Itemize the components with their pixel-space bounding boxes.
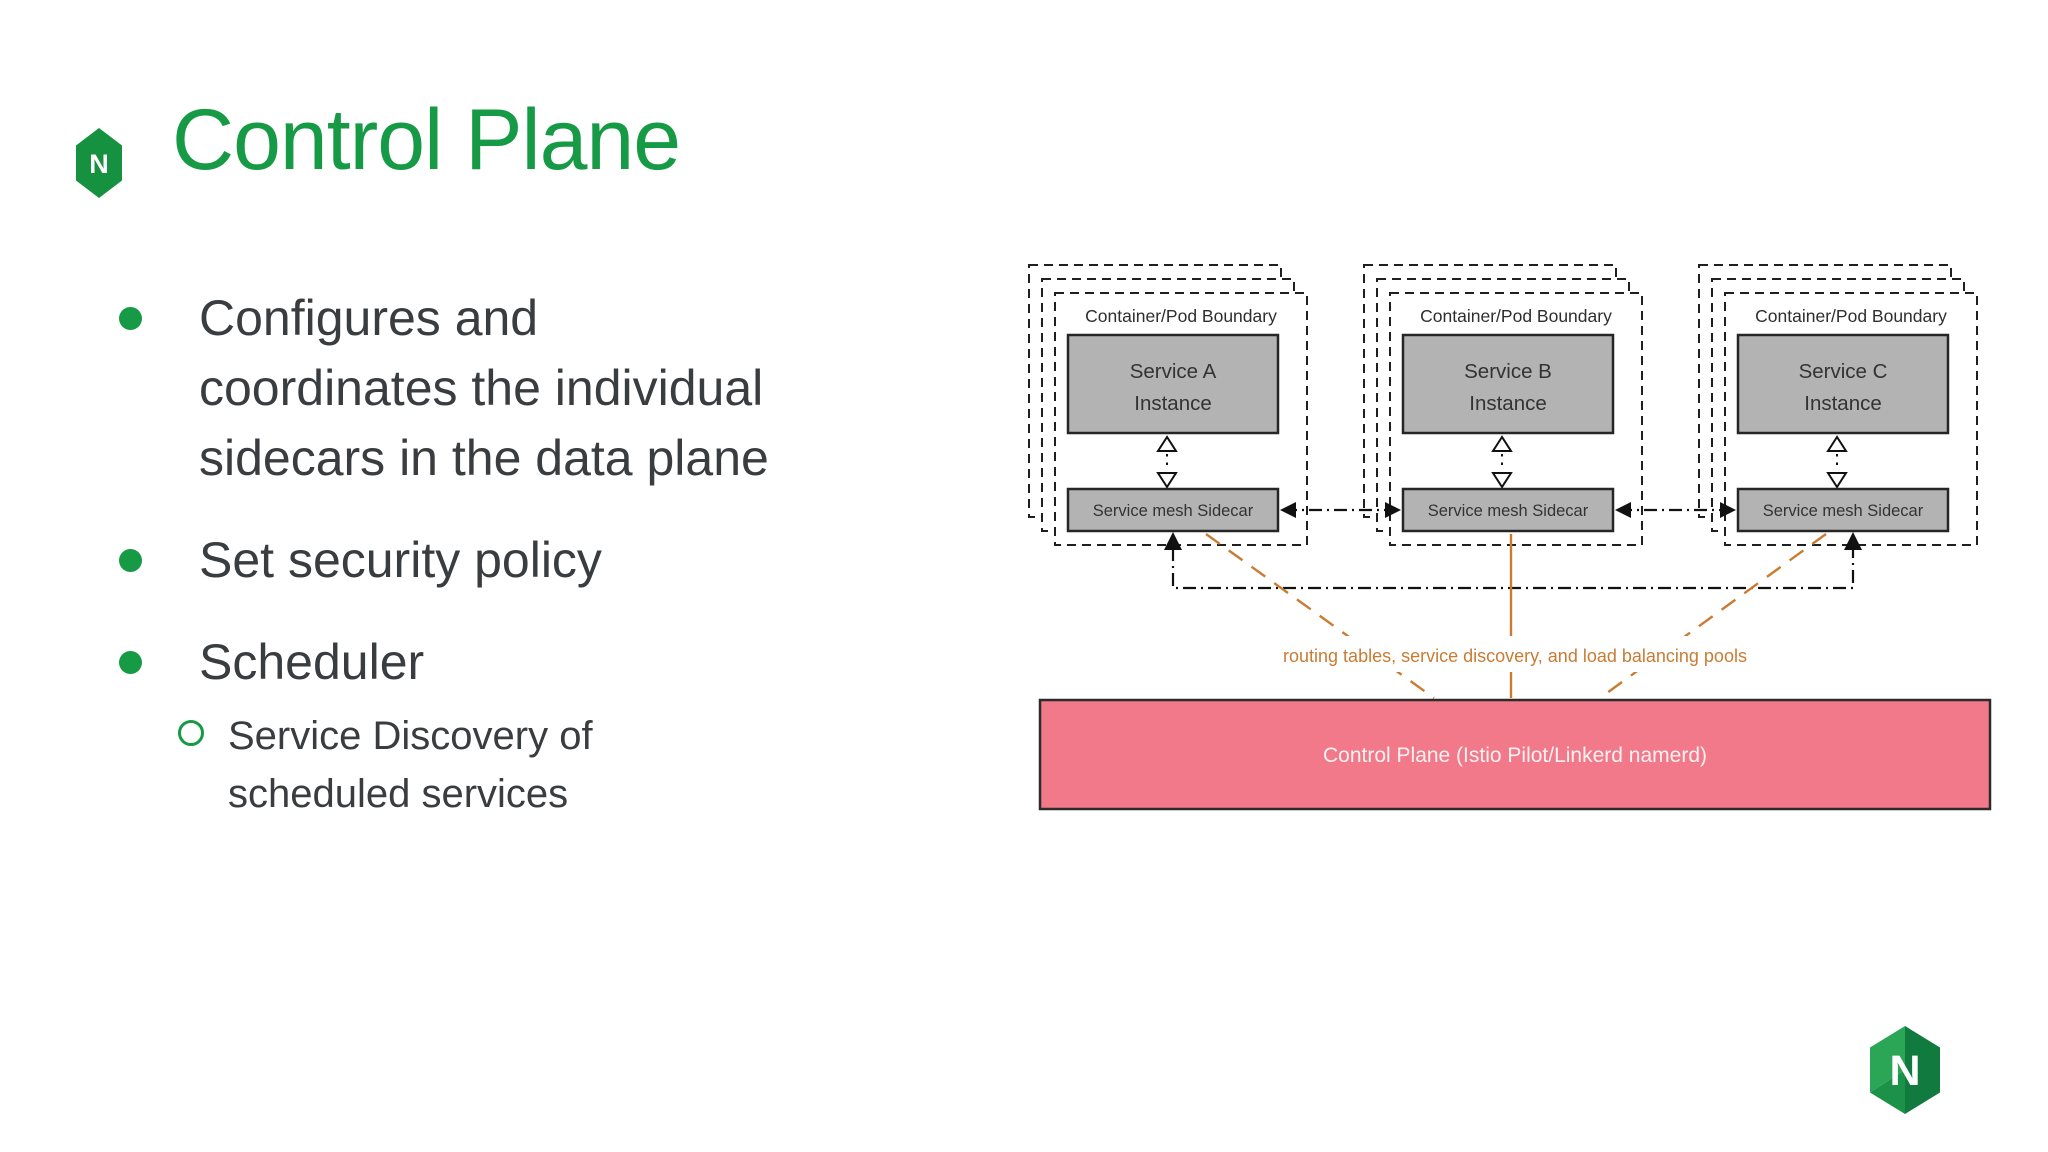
flow-label-backing	[1283, 636, 1747, 672]
sub-bullet-item: Service Discovery of scheduled services	[178, 707, 980, 823]
sub-bullet-text-line: scheduled services	[228, 772, 569, 816]
hollow-arrow-up-icon	[1826, 435, 1848, 452]
orange-link-c	[1599, 533, 1827, 699]
page-title: Control Plane	[172, 92, 681, 188]
nginx-logo-icon: N	[76, 128, 122, 198]
service-instance-line2: Instance	[1804, 392, 1882, 415]
control-plane-box: Control Plane (Istio Pilot/Linkerd namer…	[1038, 698, 1992, 811]
hollow-arrow-up-icon	[1156, 435, 1178, 452]
sidecar-link-b-c	[1615, 502, 1736, 518]
bullet-dot-icon	[119, 651, 142, 674]
bullet-text-line: Configures and	[199, 290, 539, 346]
arrow-right-icon	[1720, 502, 1736, 518]
nginx-logo-icon: N	[1870, 1026, 1940, 1114]
sub-bullet-ring-icon	[178, 720, 204, 746]
pod-a: Container/Pod Boundary Service A Instanc…	[1028, 264, 1308, 546]
logo-letter: N	[1889, 1047, 1920, 1095]
bullet-text-line: Scheduler	[199, 634, 425, 690]
pod-boundary-label: Container/Pod Boundary	[1420, 306, 1612, 326]
sidecar-box	[1736, 487, 1950, 533]
service-instance-line2: Instance	[1134, 392, 1212, 415]
service-mesh-diagram: Container/Pod Boundary Service A Instanc…	[1028, 264, 1992, 811]
sidecar-box	[1401, 487, 1615, 533]
arrow-left-icon	[1615, 502, 1631, 518]
hexagon-facet-left	[1870, 1026, 1905, 1093]
hollow-arrow-down-icon	[1826, 472, 1848, 489]
bullet-dot-icon	[119, 307, 142, 330]
hexagon-facet-bottom	[1870, 1070, 1905, 1114]
bullet-text-line: coordinates the individual	[199, 360, 764, 416]
sidecar-link-a-b	[1280, 502, 1401, 518]
sidecar-box	[1066, 487, 1280, 533]
sidecar-bottom-path	[1164, 532, 1862, 590]
pod-boundary-label: Container/Pod Boundary	[1755, 306, 1947, 326]
service-instance-line2: Instance	[1469, 392, 1547, 415]
service-instance-box	[1066, 333, 1280, 435]
sidecar-label: Service mesh Sidecar	[1428, 502, 1589, 520]
sidecar-label: Service mesh Sidecar	[1093, 502, 1254, 520]
arrow-left-icon	[1280, 502, 1296, 518]
pod-c: Container/Pod Boundary Service C Instanc…	[1698, 264, 1978, 546]
bullet-list: Configures and coordinates the individua…	[0, 283, 980, 823]
bullet-item: Configures and coordinates the individua…	[0, 283, 980, 493]
arrow-right-icon	[1385, 502, 1401, 518]
pod-boundary-label: Container/Pod Boundary	[1085, 306, 1277, 326]
service-instance-box	[1401, 333, 1615, 435]
control-plane-label: Control Plane (Istio Pilot/Linkerd namer…	[1323, 744, 1707, 767]
bullet-item: Scheduler Service Discovery of scheduled…	[0, 627, 980, 823]
sidecar-label: Service mesh Sidecar	[1763, 502, 1924, 520]
control-plane-rect	[1038, 698, 1992, 811]
bullet-dot-icon	[119, 549, 142, 572]
hollow-arrow-down-icon	[1156, 472, 1178, 489]
arrow-up-icon	[1844, 532, 1862, 550]
hexagon-facet-right	[1905, 1026, 1940, 1114]
sub-bullet-text-line: Service Discovery of	[228, 714, 593, 758]
arrow-up-icon	[1164, 532, 1182, 550]
bullet-text-line: sidecars in the data plane	[199, 430, 769, 486]
bullet-item: Set security policy	[0, 525, 980, 595]
pod-b: Container/Pod Boundary Service B Instanc…	[1363, 264, 1643, 546]
service-instance-line1: Service A	[1130, 360, 1217, 383]
dashdot-path	[1171, 548, 1855, 590]
hexagon-shape	[76, 128, 122, 198]
service-instance-line1: Service C	[1799, 360, 1888, 383]
hollow-arrow-up-icon	[1491, 435, 1513, 452]
orange-link-a	[1205, 533, 1435, 699]
bullet-text-line: Set security policy	[199, 532, 602, 588]
service-instance-line1: Service B	[1464, 360, 1552, 383]
control-plane-links	[1205, 533, 1827, 699]
hollow-arrow-down-icon	[1491, 472, 1513, 489]
logo-letter: N	[89, 149, 109, 179]
flow-label: routing tables, service discovery, and l…	[1283, 646, 1747, 666]
service-instance-box	[1736, 333, 1950, 435]
